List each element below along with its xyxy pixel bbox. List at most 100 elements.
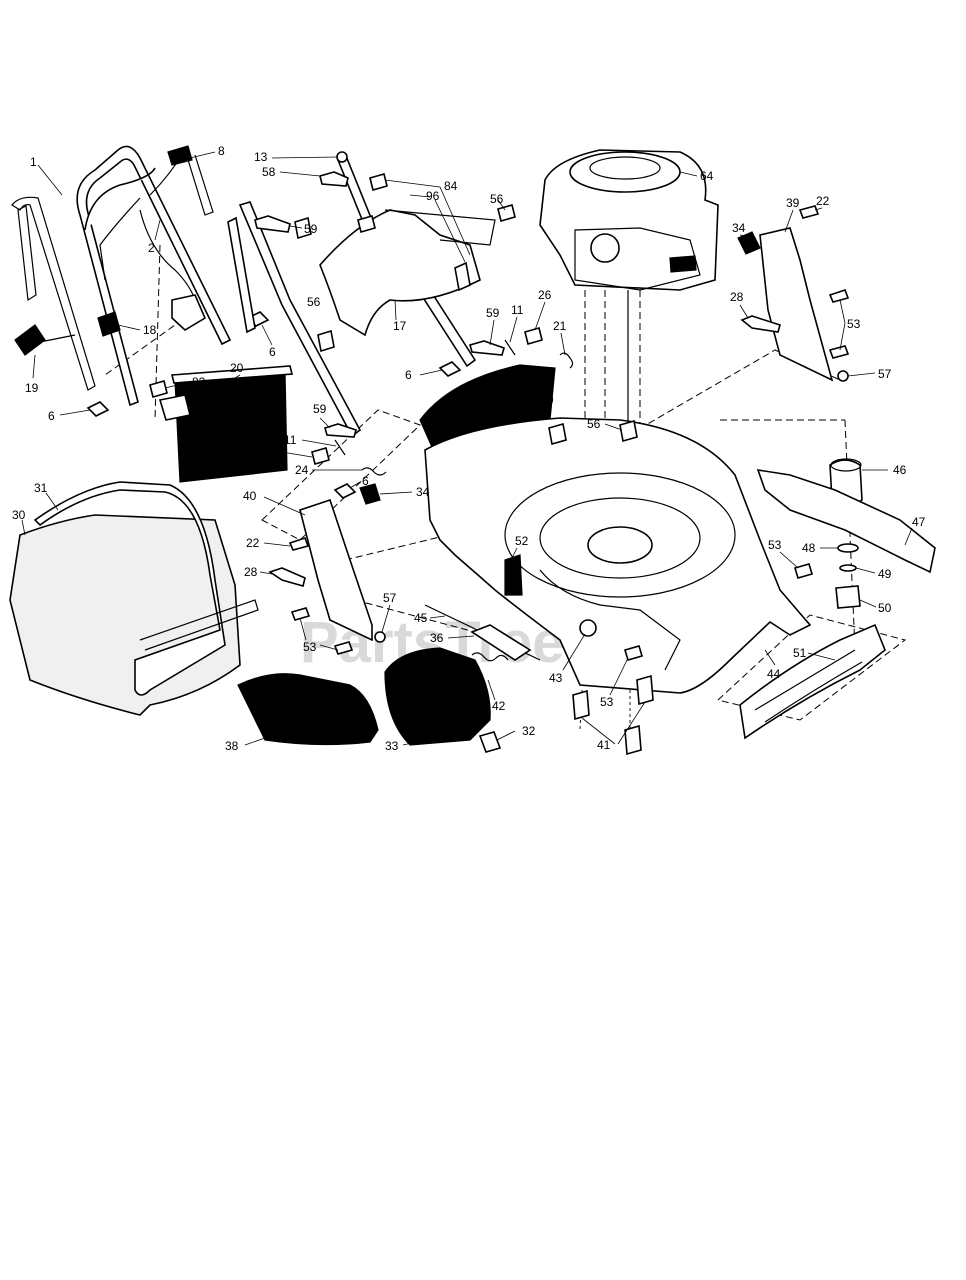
bolt-53-deck-a xyxy=(624,645,643,661)
guide-side-chute xyxy=(344,519,511,641)
bolt-59-d xyxy=(324,423,357,438)
callout-9: 9 xyxy=(547,393,554,407)
leader-41 xyxy=(581,701,646,745)
callout-53-deck: 53 xyxy=(600,695,614,709)
deck-dome-inner xyxy=(539,497,701,579)
leader-36 xyxy=(447,635,475,639)
bolt-53-left-a xyxy=(290,607,311,621)
bolt-53-right-a xyxy=(828,288,850,303)
leader-22-r xyxy=(814,207,823,211)
side-chute-inner xyxy=(394,669,473,716)
leader-21 xyxy=(560,332,566,356)
leader-13 xyxy=(271,156,339,159)
rear-flap-ribs xyxy=(754,649,863,723)
leader-49 xyxy=(855,567,876,574)
callout-8: 8 xyxy=(218,144,225,158)
leader-30 xyxy=(21,519,26,536)
leader-6-c xyxy=(419,369,443,376)
guide-blade-axis xyxy=(720,419,856,651)
callout-31: 31 xyxy=(34,481,48,495)
bolt-41-c xyxy=(624,724,642,756)
callout-20: 20 xyxy=(230,361,244,375)
callout-6-b: 6 xyxy=(48,409,55,423)
callout-30: 30 xyxy=(12,508,26,522)
leader-6-b xyxy=(59,409,91,416)
bail-cable xyxy=(84,167,156,231)
knob-18 xyxy=(97,311,121,337)
callout-22-r: 22 xyxy=(816,194,830,208)
leader-26-b xyxy=(281,451,313,458)
bolt-53-left-b xyxy=(333,641,354,655)
bolt-41-a xyxy=(572,689,590,721)
callout-33: 33 xyxy=(385,739,399,753)
catcher-handle xyxy=(139,599,259,651)
leader-44 xyxy=(764,649,776,666)
bolt-28-left xyxy=(268,567,306,587)
bolt-56-a xyxy=(294,216,312,240)
leader-83 xyxy=(164,381,191,389)
misc-hardware xyxy=(149,171,543,476)
part-chute-rod xyxy=(424,604,541,661)
leader-43 xyxy=(562,633,586,671)
deck-shaft-hole xyxy=(587,526,653,564)
leader-85 xyxy=(187,399,208,406)
callout-45: 45 xyxy=(414,611,428,625)
callout-49: 49 xyxy=(878,567,892,581)
part-right-bracket xyxy=(737,205,850,382)
bolt-83 xyxy=(149,380,168,398)
washer-48 xyxy=(837,543,859,553)
deck-vent-52 xyxy=(504,554,523,596)
callout-57-r: 57 xyxy=(878,367,892,381)
callout-21: 21 xyxy=(553,319,567,333)
callout-50: 50 xyxy=(878,601,892,615)
part-engine xyxy=(539,149,719,540)
part-left-bracket xyxy=(268,483,386,655)
bail-bar xyxy=(99,148,214,281)
bolt-56-c xyxy=(497,204,516,222)
callout-labels: 1 8 13 58 84 96 64 2 59 56 39 22 34 18 6… xyxy=(12,144,926,753)
callout-19: 19 xyxy=(25,381,39,395)
part-mulch-plug xyxy=(237,673,379,746)
leader-31 xyxy=(45,492,59,511)
leader-11-a xyxy=(509,316,518,343)
leader-38 xyxy=(244,737,266,746)
callout-40: 40 xyxy=(243,489,257,503)
side-chute-33 xyxy=(384,647,491,746)
bolt-28-right xyxy=(740,315,781,333)
part-blade-assembly xyxy=(756,458,936,609)
guide-handle-lower xyxy=(261,409,421,541)
upper-handle-left xyxy=(11,196,96,391)
callout-53-r: 53 xyxy=(847,317,861,331)
leader-53-r xyxy=(839,299,846,351)
callout-84: 84 xyxy=(444,179,458,193)
leader-20 xyxy=(234,374,241,379)
callout-42: 42 xyxy=(492,699,506,713)
leader-6-d xyxy=(349,481,361,489)
callout-26-b: 26 xyxy=(263,445,277,459)
callout-18: 18 xyxy=(143,323,157,337)
callout-59-c: 59 xyxy=(486,306,500,320)
chute-spring-21 xyxy=(559,352,574,369)
bolt-56-deck-a xyxy=(548,422,567,446)
leader-45 xyxy=(429,615,446,619)
engine-filter xyxy=(590,233,620,263)
leader-84 xyxy=(384,179,471,256)
cable-clip xyxy=(171,294,207,331)
callout-58: 58 xyxy=(262,165,276,179)
leader-56-deck xyxy=(604,423,623,431)
lower-handle-left xyxy=(227,216,256,334)
callout-53-l: 53 xyxy=(303,640,317,654)
lower-handle-middle xyxy=(238,201,362,438)
bolt-56-d xyxy=(357,215,376,233)
part-side-chute xyxy=(384,647,509,753)
callout-43: 43 xyxy=(549,671,563,685)
callout-59-d: 59 xyxy=(313,402,327,416)
nut-6-a xyxy=(86,401,110,417)
callout-1: 1 xyxy=(30,155,37,169)
leader-57-l xyxy=(381,604,391,633)
leader-64 xyxy=(679,171,698,177)
leader-28-l xyxy=(259,571,273,575)
leader-18 xyxy=(117,324,141,331)
leader-52 xyxy=(511,547,518,559)
